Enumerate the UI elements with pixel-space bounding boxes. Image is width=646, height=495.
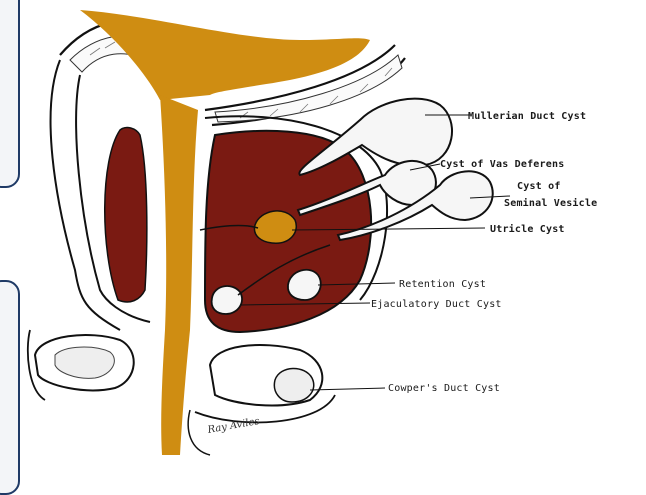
label-seminal-vesicle: Seminal Vesicle	[504, 197, 597, 209]
left-prostate-lobe	[105, 128, 147, 302]
ejaculatory-cyst-shape	[212, 286, 242, 314]
label-retention-cyst: Retention Cyst	[399, 279, 486, 290]
artist-signature: Ray Aviles	[206, 416, 261, 436]
coopers-cyst-shape	[274, 368, 313, 402]
bladder-base	[80, 10, 370, 100]
label-cyst-of-vas-deferens: Cyst of Vas Deferens	[440, 159, 564, 170]
label-cyst-of: Cyst of	[517, 181, 561, 192]
label-mullerian-duct-cyst: Mullerian Duct Cyst	[468, 110, 586, 122]
label-coopers-duct-cyst: Cowper's Duct Cyst	[388, 383, 500, 394]
utricle-cyst-shape	[254, 211, 296, 243]
urethra	[160, 95, 198, 455]
label-ejaculatory-duct-cyst: Ejaculatory Duct Cyst	[371, 299, 502, 310]
cyst-anatomy-diagram: Mullerian Duct Cyst Cyst of Vas Deferens…	[0, 0, 646, 472]
label-utricle-cyst: Utricle Cyst	[490, 223, 565, 235]
retention-cyst-shape	[288, 270, 321, 300]
